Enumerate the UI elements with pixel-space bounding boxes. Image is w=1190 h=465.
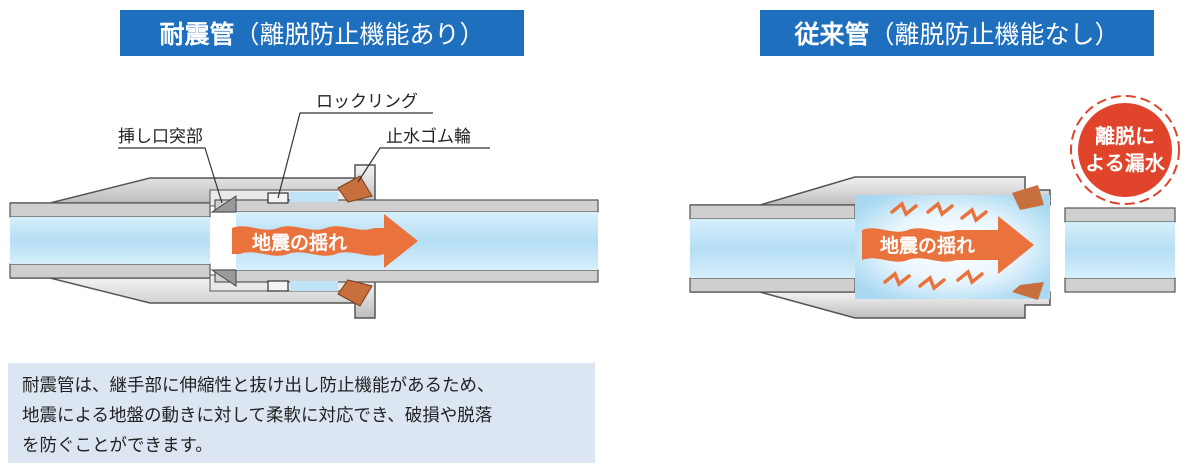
leak-badge-line2: よる漏水 [1085, 151, 1165, 175]
vibration-mark-6 [956, 269, 984, 285]
shake-arrow-left [232, 214, 418, 268]
leader-rubber [357, 147, 490, 183]
description-line-1: 耐震管は、継手部に伸縮性と抜け出し防止機能があるため、 [22, 376, 495, 396]
title-seismic-pipe: 耐震管（離脱防止機能あり） [120, 10, 524, 56]
vibration-mark-5 [918, 275, 946, 291]
spigot-projection-bottom [210, 269, 237, 287]
title-conventional-pipe-note: （離脱防止機能なし） [869, 20, 1120, 49]
leader-spigot [118, 147, 223, 204]
pipe-wall-bottom-left [9, 263, 211, 279]
label-spigot: 挿し口突部 [118, 127, 203, 147]
conventional-pipe-diagram: 地震の揺れ 離脱に よる漏水 [689, 95, 1180, 319]
rubber-ring-top [337, 175, 373, 203]
shake-arrow-right-label: 地震の揺れ [880, 234, 975, 257]
leak-badge [1078, 103, 1172, 197]
description-box: 耐震管は、継手部に伸縮性と抜け出し防止機能があるため、 地震による地盤の動きに対… [8, 363, 595, 463]
pipe-wall-top-left [9, 202, 211, 218]
conv-water-left [690, 219, 855, 278]
vibration-mark-2 [926, 201, 954, 217]
label-lock-ring: ロックリング [316, 92, 418, 112]
title-seismic-pipe-bold: 耐震管 [159, 20, 235, 49]
conv-wall-bottom [689, 277, 856, 293]
title-seismic-pipe-note: （離脱防止機能あり） [234, 20, 485, 49]
shake-arrow-left-label: 地震の揺れ [252, 231, 347, 254]
lock-ring-bottom [267, 280, 289, 292]
spigot-projection-top [210, 195, 237, 213]
leader-lock-ring [277, 112, 433, 199]
label-rubber: 止水ゴム輪 [386, 126, 471, 147]
vibration-mark-1 [890, 201, 918, 217]
seismic-pipe-diagram: ロックリング 挿し口突部 止水ゴム輪 地震の揺れ [9, 92, 599, 319]
seal-gap-top [290, 192, 338, 202]
conv-rubber-top [1012, 185, 1044, 210]
water-flow-left [10, 217, 210, 264]
title-conventional-pipe: 従来管（離脱防止機能なし） [760, 10, 1154, 56]
description-line-3: を防ぐことができます。 [22, 436, 213, 456]
description-line-2: 地震による地盤の動きに対して柔軟に対応でき、破損や脱落 [22, 406, 493, 426]
shake-arrow-right [862, 216, 1034, 274]
leak-badge-line1: 離脱に [1095, 124, 1155, 148]
title-conventional-pipe-bold: 従来管 [794, 20, 870, 49]
conv-rubber-bottom [1012, 282, 1044, 300]
conv-wall-top [689, 204, 856, 220]
spigot-pipe-wall-bottom [214, 269, 599, 283]
detached-pipe-wall-top [1064, 207, 1176, 223]
vibration-mark-4 [883, 271, 911, 287]
detached-pipe-wall-bottom [1064, 277, 1176, 293]
rubber-ring-bottom [337, 279, 373, 307]
vibration-mark-3 [960, 207, 988, 223]
detached-pipe-water [1065, 222, 1175, 278]
seal-gap-bottom [290, 281, 338, 291]
